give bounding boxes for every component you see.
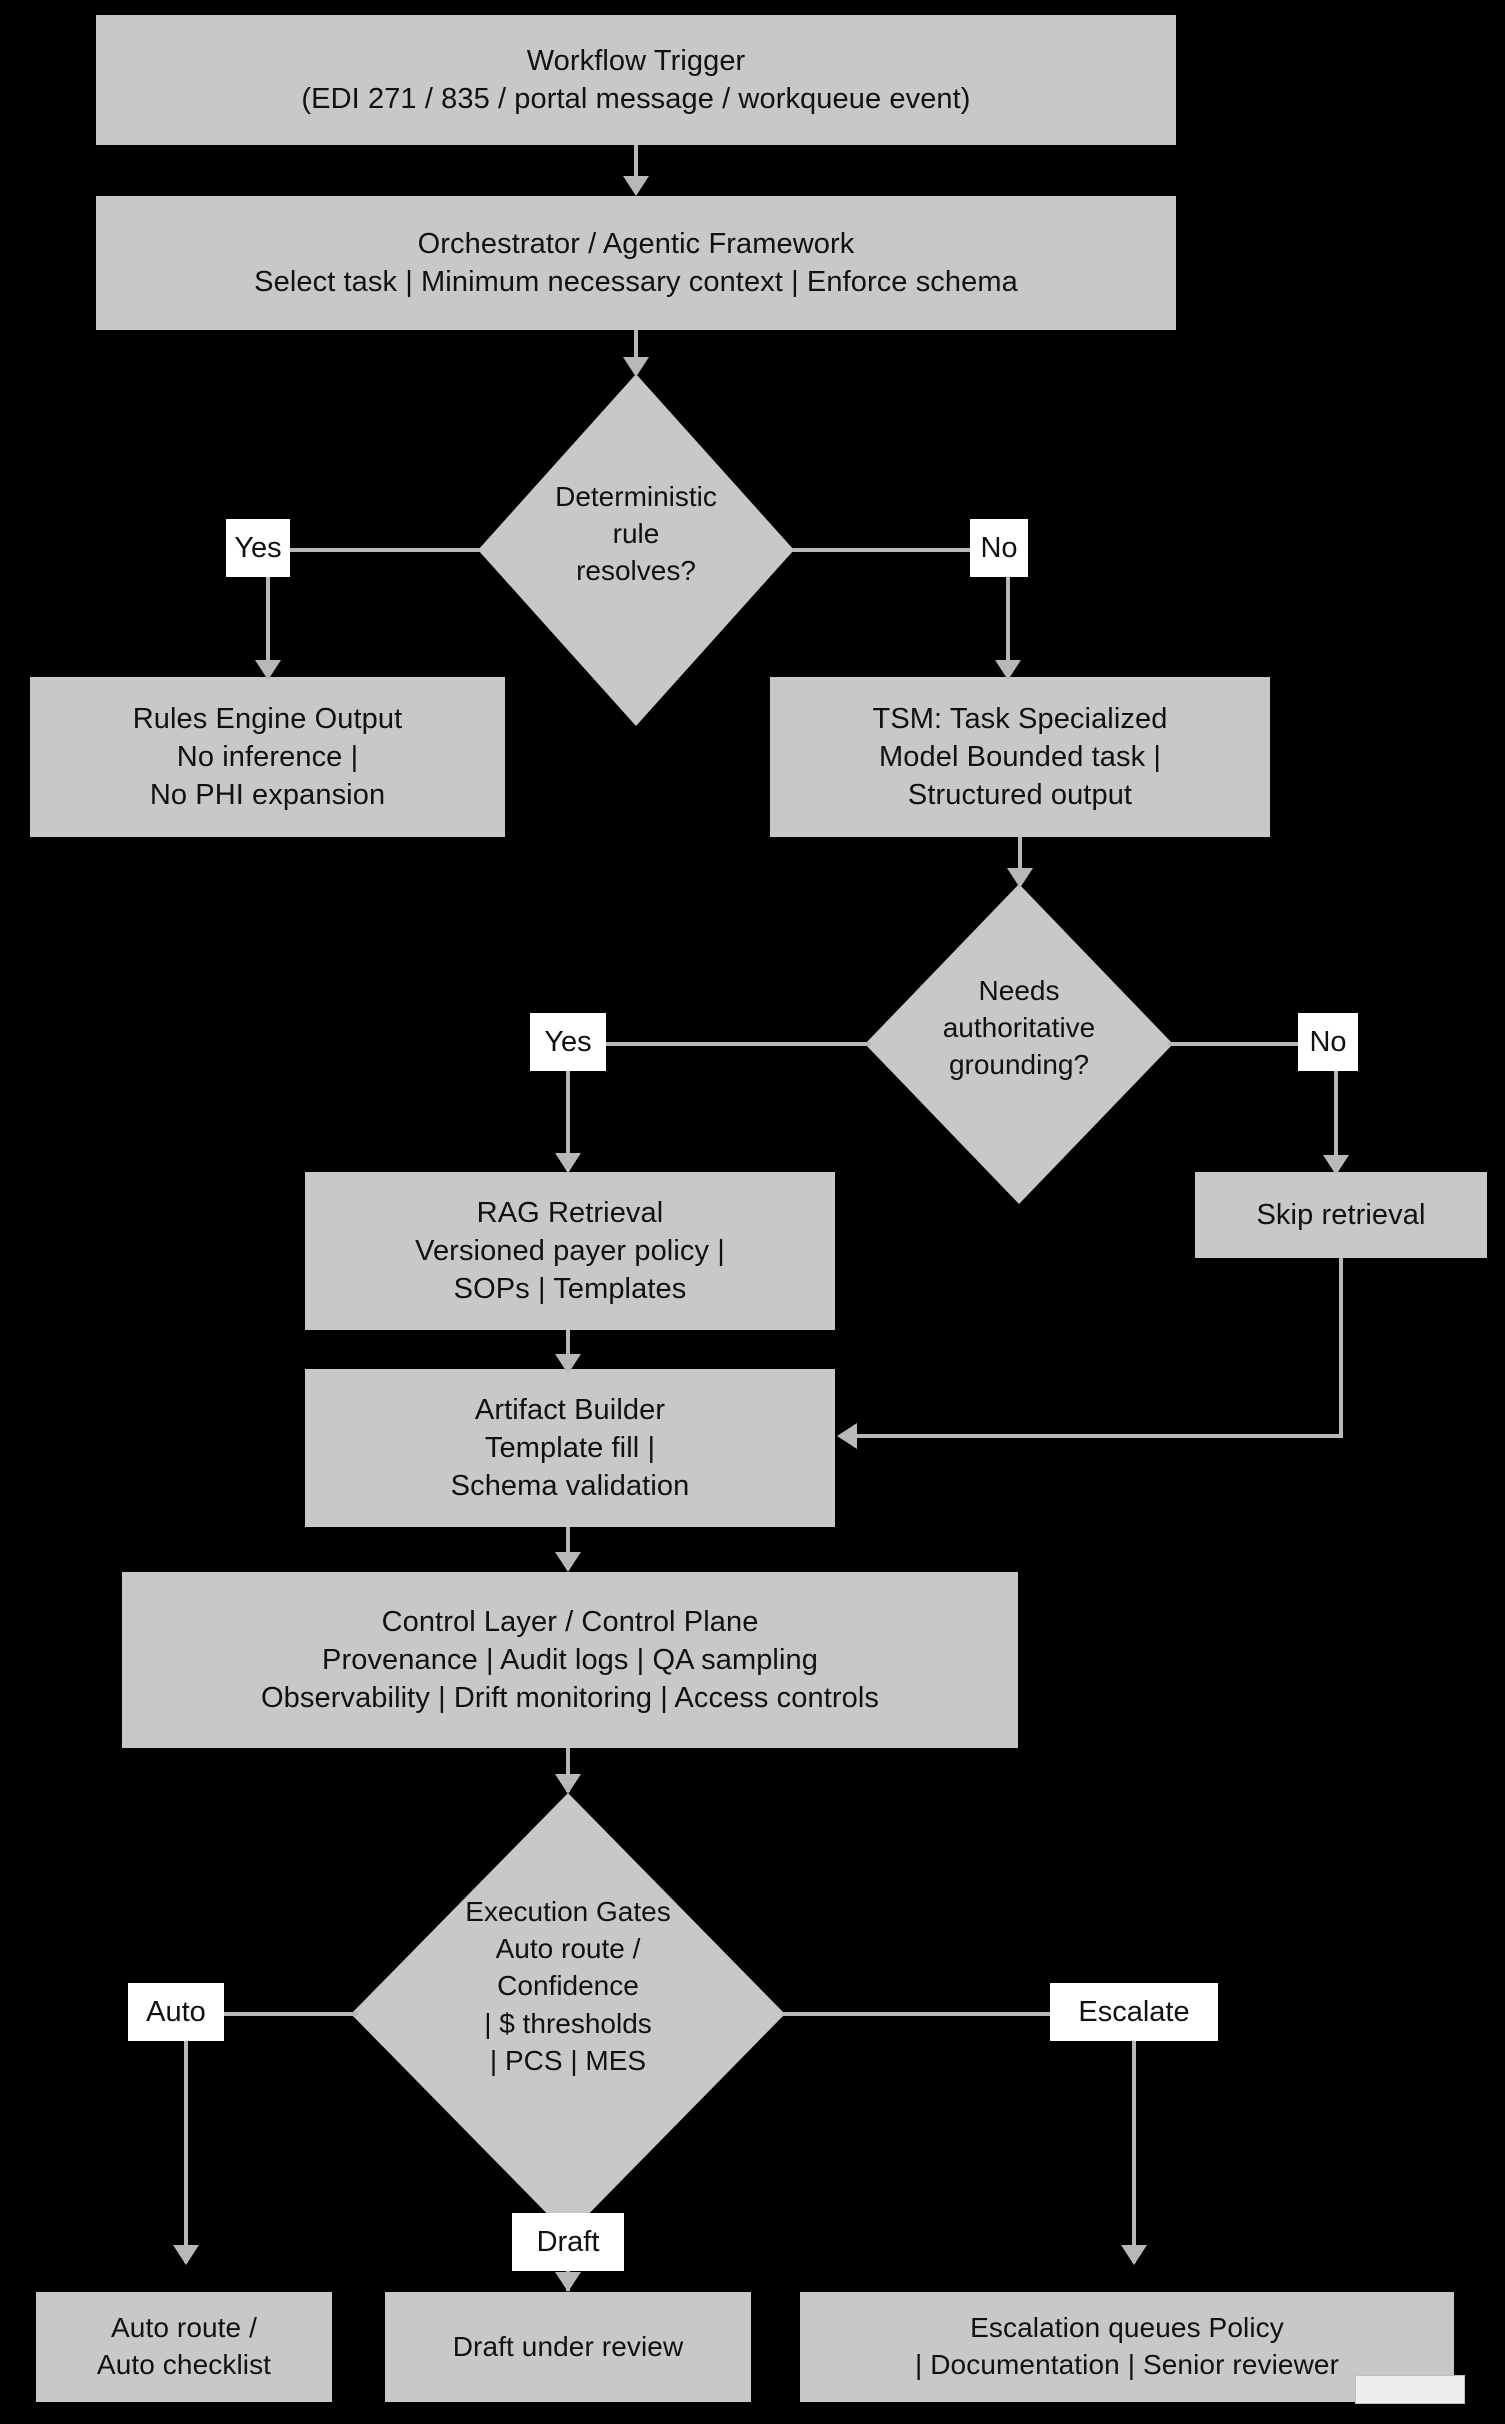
edge-label-grounding-yes[interactable]: Yes (530, 1013, 606, 1071)
edge-grounding-no-vertical (1334, 1071, 1338, 1173)
edge-gates-auto-vertical (184, 2041, 188, 2263)
edge-grounding-no-horizontal (1168, 1042, 1300, 1046)
decision-execution-gates-body[interactable]: Execution Gates Auto route / Confidence … (351, 1793, 785, 2235)
edge-label-gates-draft[interactable]: Draft (512, 2213, 624, 2271)
edge-deterministic-yes-horizontal (268, 548, 480, 552)
edge-gates-auto-horizontal (196, 2012, 358, 2016)
edge-trigger-to-orchestrator (634, 145, 638, 190)
arrowhead-grounding-no (1323, 1155, 1349, 1175)
arrowhead-artifact-to-control (555, 1552, 581, 1572)
node-workflow-trigger[interactable]: Workflow Trigger (EDI 271 / 835 / portal… (96, 15, 1176, 145)
arrowhead-skip-to-artifact (837, 1423, 857, 1449)
node-orchestrator-line2: Select task | Minimum necessary context … (254, 266, 1018, 298)
edge-tsm-to-grounding (1018, 837, 1022, 885)
node-orchestrator-line1: Orchestrator / Agentic Framework (417, 227, 855, 260)
edge-deterministic-no-horizontal (792, 548, 972, 552)
edge-grounding-yes-vertical (566, 1071, 570, 1171)
arrowhead-gates-draft (555, 2272, 581, 2292)
arrowhead-deterministic-yes (255, 660, 281, 680)
edge-rag-to-artifact (566, 1330, 570, 1366)
edge-gates-escalate-vertical (1132, 2041, 1136, 2263)
decision-deterministic-rule[interactable]: Deterministic rule resolves? (478, 374, 794, 726)
edge-label-gates-auto[interactable]: Auto (128, 1983, 224, 2041)
arrowhead-gates-auto (173, 2245, 199, 2265)
edge-label-grounding-no[interactable]: No (1298, 1013, 1358, 1071)
decision-execution-gates-label: Execution Gates Auto route / Confidence … (465, 1896, 671, 2076)
edge-gates-escalate-horizontal (782, 2012, 1054, 2016)
node-escalation-outcome[interactable]: Escalation queues Policy | Documentation… (800, 2292, 1454, 2402)
arrowhead-control-to-gates (555, 1774, 581, 1794)
edge-artifact-to-control (566, 1527, 570, 1567)
decision-deterministic-rule-label: Deterministic rule resolves? (555, 481, 717, 587)
edge-skip-to-artifact-vertical (1339, 1258, 1343, 1438)
decision-needs-grounding-label: Needs authoritative grounding? (942, 975, 1096, 1081)
edge-skip-to-artifact-horizontal (855, 1434, 1343, 1438)
arrowhead-rag-to-artifact (555, 1354, 581, 1374)
node-control-layer[interactable]: Control Layer / Control Plane Provenance… (122, 1572, 1018, 1748)
node-rules-engine-output[interactable]: Rules Engine Output No inference | No PH… (30, 677, 505, 837)
arrowhead-grounding-yes (555, 1153, 581, 1173)
node-skip-retrieval[interactable]: Skip retrieval (1195, 1172, 1487, 1258)
edge-orchestrator-to-deterministic (634, 330, 638, 374)
arrowhead-gates-escalate (1121, 2245, 1147, 2265)
arrowhead-trigger-to-orchestrator (623, 176, 649, 196)
node-artifact-builder[interactable]: Artifact Builder Template fill | Schema … (305, 1369, 835, 1527)
arrowhead-orchestrator-to-deterministic (623, 357, 649, 377)
node-workflow-trigger-line2: (EDI 271 / 835 / portal message / workqu… (301, 83, 971, 115)
edge-label-deterministic-yes[interactable]: Yes (226, 519, 290, 577)
decision-needs-grounding[interactable]: Needs authoritative grounding? (865, 884, 1173, 1204)
node-draft-review-outcome[interactable]: Draft under review (385, 2292, 751, 2402)
edge-control-to-gates (566, 1748, 570, 1792)
arrowhead-tsm-to-grounding (1007, 868, 1033, 888)
edge-grounding-yes-horizontal (605, 1042, 871, 1046)
node-workflow-trigger-line1: Workflow Trigger (526, 44, 746, 77)
edge-deterministic-yes-vertical (266, 577, 270, 679)
node-tsm[interactable]: TSM: Task Specialized Model Bounded task… (770, 677, 1270, 837)
node-rag-retrieval[interactable]: RAG Retrieval Versioned payer policy | S… (305, 1172, 835, 1330)
edge-label-deterministic-no[interactable]: No (970, 519, 1028, 577)
edge-label-gates-escalate[interactable]: Escalate (1050, 1983, 1218, 2041)
node-orchestrator[interactable]: Orchestrator / Agentic Framework Select … (96, 196, 1176, 330)
edge-deterministic-no-vertical (1006, 577, 1010, 679)
arrowhead-deterministic-no (995, 660, 1021, 680)
resize-corner-handle[interactable] (1355, 2375, 1465, 2404)
node-auto-route-outcome[interactable]: Auto route / Auto checklist (36, 2292, 332, 2402)
